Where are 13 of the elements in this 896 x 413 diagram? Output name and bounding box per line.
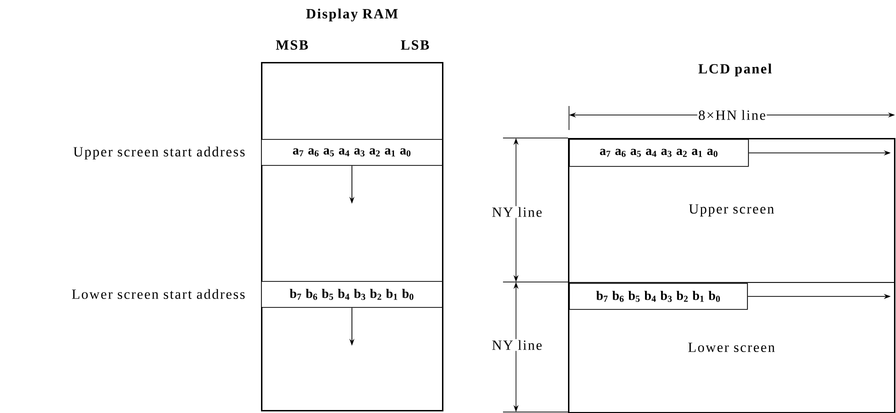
address-row: b$_{7}$ b$_{6}$ b$_{5}$ b$_{4}$ b$_{3}$ b$_{2}$ b$_{1}$ b$_{0}$ — [261, 281, 443, 308]
address-row: b$_{7}$ b$_{6}$ b$_{5}$ b$_{4}$ b$_{3}$ b$_{2}$ b$_{1}$ b$_{0}$ — [569, 283, 748, 310]
dimension-label: NY line — [490, 206, 544, 218]
dimension-label: 8×HN line — [697, 109, 767, 121]
bit-order-label: LSB — [400, 40, 429, 50]
address-row: a$_{7}$ a$_{6}$ a$_{5}$ a$_{4}$ a$_{3}$ a$_{2}$ a$_{1}$ a$_{0}$ — [261, 139, 443, 166]
dimension-label: NY line — [490, 339, 544, 351]
node-label: LCD panel — [698, 64, 772, 76]
node-label: Display RAM — [306, 8, 398, 22]
address-label: Upper screen start address — [73, 146, 245, 160]
address-label: Lower screen start address — [72, 289, 245, 299]
bit-order-label: MSB — [276, 40, 308, 50]
address-row: a$_{7}$ a$_{6}$ a$_{5}$ a$_{4}$ a$_{3}$ a$_{2}$ a$_{1}$ a$_{0}$ — [569, 139, 749, 167]
